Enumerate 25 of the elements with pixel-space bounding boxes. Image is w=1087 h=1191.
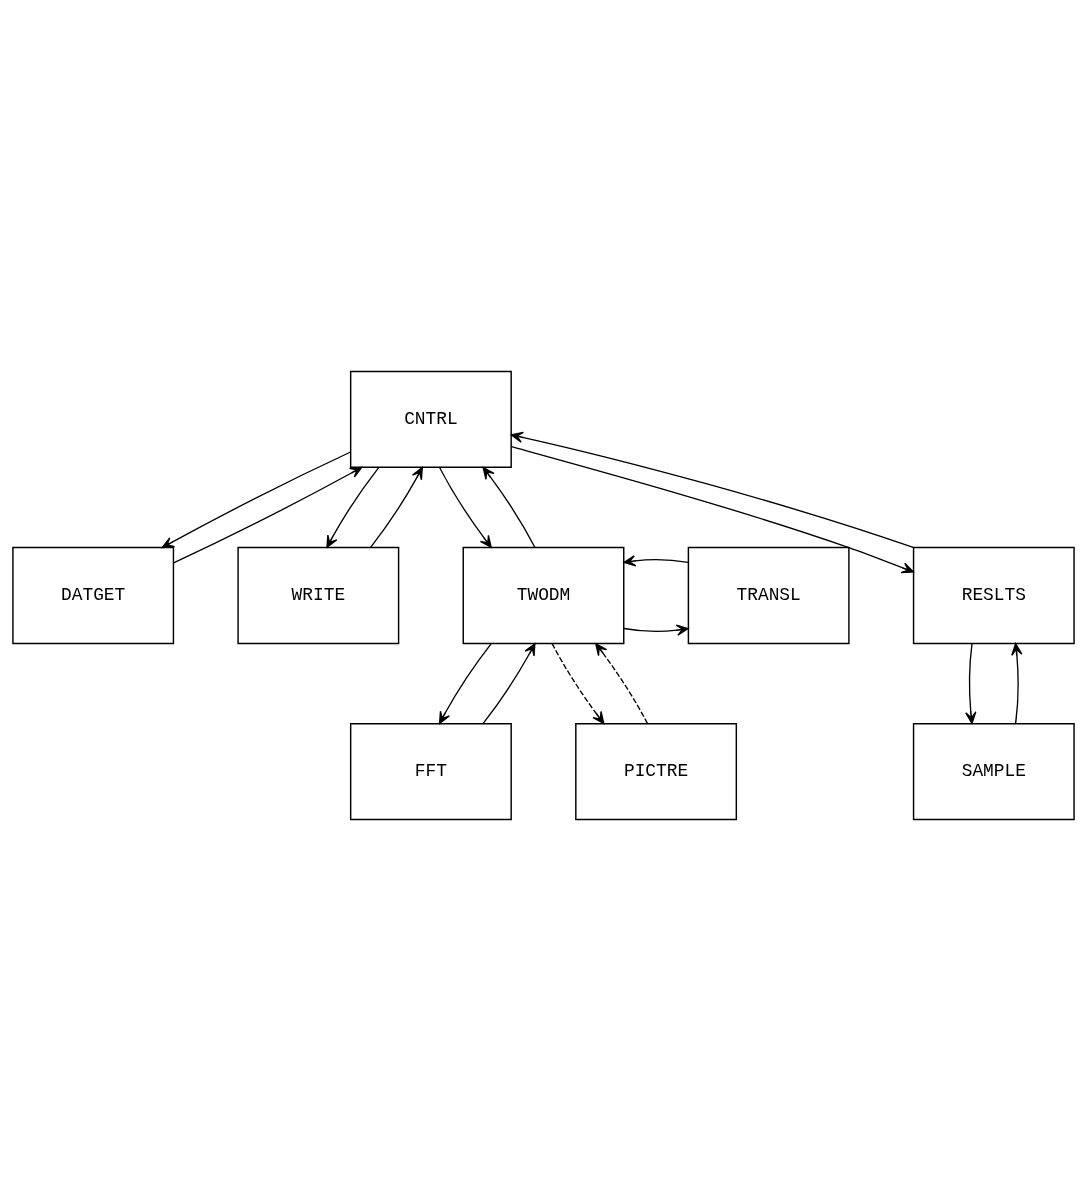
node-box: TRANSL: [687, 546, 850, 645]
node-box: PICTRE: [575, 722, 738, 821]
arrow: [623, 555, 689, 567]
arrow: [438, 643, 492, 725]
node-box: CNTRL: [349, 370, 512, 469]
arrow: [369, 466, 423, 548]
node-box: SAMPLE: [912, 722, 1075, 821]
arrow: [965, 643, 977, 725]
arrow: [510, 445, 915, 574]
arrow: [623, 624, 689, 636]
node-box: WRITE: [237, 546, 400, 645]
arrow: [510, 431, 914, 549]
arrow: [551, 643, 605, 725]
arrow: [595, 643, 649, 725]
node-box: TWODM: [462, 546, 625, 645]
node-box: RESLTS: [912, 546, 1075, 645]
arrow: [482, 466, 536, 548]
node-box: FFT: [349, 722, 512, 821]
arrow: [172, 466, 363, 564]
arrow: [482, 643, 536, 725]
node-box: DATGET: [12, 546, 175, 645]
arrow: [1011, 643, 1023, 725]
arrow: [161, 451, 352, 549]
arrow: [438, 466, 492, 548]
arrow: [326, 466, 380, 548]
